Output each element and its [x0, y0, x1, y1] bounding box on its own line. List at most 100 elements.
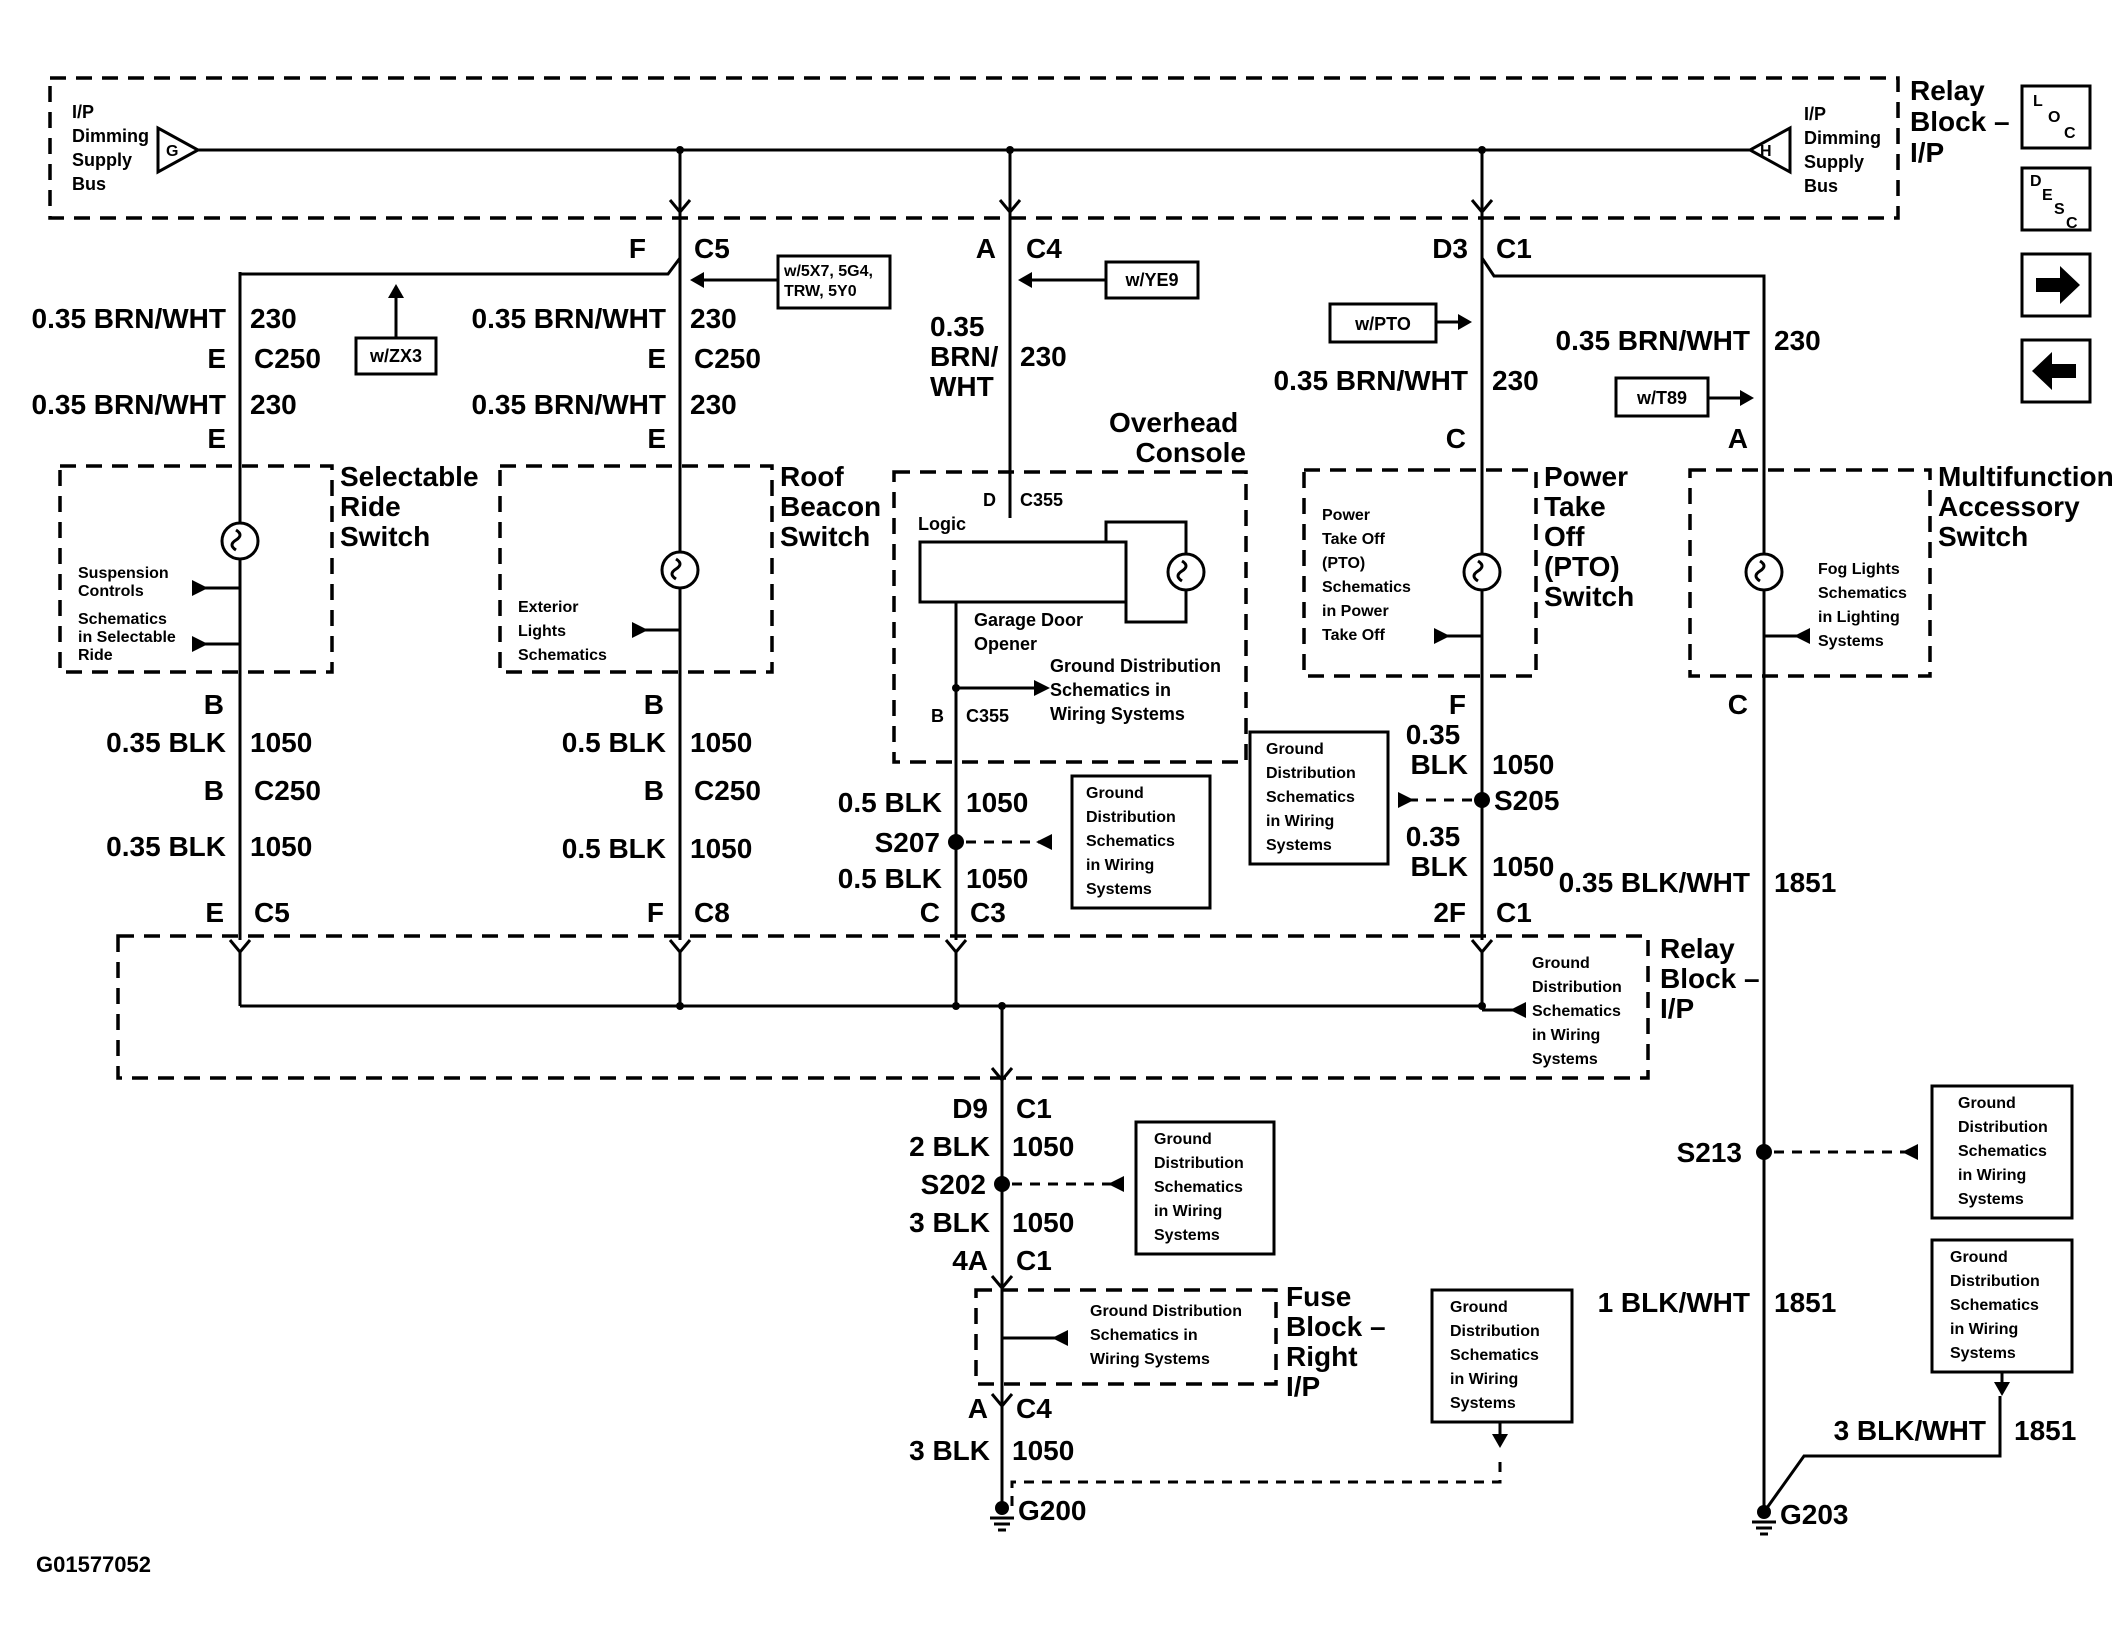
switch-coil-icon [1744, 552, 1784, 592]
col3-conn-top: C4 [1026, 233, 1062, 264]
col3-ground-arrowhead [1034, 680, 1050, 696]
trunk-wire2: 3 BLK [909, 1207, 990, 1238]
loc-button[interactable]: L O C [2020, 84, 2092, 150]
col2-wire1: 0.35 BRN/WHT [472, 303, 666, 334]
col4-splice: S205 [1494, 785, 1559, 816]
col1-note1: Suspension Controls [78, 565, 173, 600]
col3-splice: S207 [875, 827, 940, 858]
switch-coil-symbol-icon [1754, 559, 1766, 583]
col1-circ2: 230 [250, 389, 297, 420]
col4-note-arrowhead [1434, 628, 1450, 644]
relay-coil-symbol-icon [1176, 559, 1188, 583]
col1-pin-sw: E [207, 423, 226, 454]
splice-s207 [948, 834, 964, 850]
col2-note-arrowhead [632, 622, 648, 638]
bot-arrow-c8 [668, 939, 692, 955]
col1-pin-b: B [204, 689, 224, 720]
top-relay-block-name: Relay Block – I/P [1910, 75, 2017, 168]
col3-logic-label: Logic [918, 514, 966, 534]
multifunction-switch-name: Multifunction Accessory Switch [1938, 461, 2122, 552]
trunk-arrow-4a [990, 1275, 1014, 1291]
col5-splice-arrowhead [1902, 1144, 1918, 1160]
col3-option-arrowhead [1018, 272, 1032, 288]
trunk-ground-dash [1010, 1454, 1502, 1506]
col2-option-box: w/5X7, 5G4, TRW, 5Y0 [690, 254, 892, 310]
fuse-block-outline [974, 1288, 1278, 1386]
col3-pin-bot: C [920, 897, 940, 928]
left-dimming-bus-label: I/P Dimming Supply Bus [72, 102, 154, 194]
bottom-relay-block-name: Relay Block – I/P [1660, 933, 1767, 1024]
col4-option-arrowhead [1458, 314, 1472, 330]
col5-option-frame [1614, 376, 1710, 418]
nav-buttons: L O C D E S C [2020, 84, 2092, 404]
col2-pin-b: B [644, 689, 664, 720]
col2-pin-sw: E [647, 423, 666, 454]
col4-wire3: 0.35 BLK [1406, 821, 1468, 882]
col4-pin-top: D3 [1432, 233, 1468, 264]
trunk-conn1: C1 [1016, 1093, 1052, 1124]
col5-circ2: 1851 [1774, 867, 1836, 898]
figure-id: G01577052 [36, 1552, 151, 1577]
col4-splice-arrowhead [1398, 792, 1414, 808]
col1-option-label: w/ZX3 [369, 346, 422, 366]
col3-conn-b: C355 [966, 706, 1009, 726]
trunk-arrow-a [990, 1393, 1014, 1409]
col2-conn-b2: C250 [694, 775, 761, 806]
col5-option-label: w/T89 [1636, 388, 1687, 408]
col4-circ3: 1050 [1492, 851, 1554, 882]
col3-option-box: w/YE9 [1018, 260, 1200, 300]
desc-button-label-c: C [2066, 215, 2078, 232]
loc-button-frame[interactable] [2020, 84, 2092, 150]
col1-conn-mid: C250 [254, 343, 321, 374]
col3-ground-box: Ground Distribution Schematics in Wiring… [1070, 774, 1212, 910]
ground-g200-icon [990, 1501, 1014, 1532]
col4-pin-bot: 2F [1433, 897, 1466, 928]
col4-option-box: w/PTO [1328, 302, 1472, 344]
col2-option-arrowhead [690, 272, 704, 288]
col3-circ2: 1050 [966, 787, 1028, 818]
top-relay-block-outline [48, 76, 1900, 220]
col4-wire1: 0.35 BRN/WHT [1274, 365, 1468, 396]
trunk-ground-box-frame [1134, 1120, 1276, 1256]
col2-circ2: 230 [690, 389, 737, 420]
col4-option-label: w/PTO [1354, 314, 1411, 334]
col1-note2: Schematics in Selectable Ride [78, 611, 180, 664]
col5-ground-branch [1762, 1396, 2002, 1513]
loc-button-label-o: O [2048, 109, 2060, 126]
col4-ground-box: Ground Distribution Schematics in Wiring… [1248, 730, 1390, 866]
col4-circ1: 230 [1492, 365, 1539, 396]
col5-ground-box-2-frame [1930, 1238, 2074, 1374]
ground-bus-junction-c3 [952, 1002, 960, 1010]
col1-conn-b2: C250 [254, 775, 321, 806]
next-button[interactable] [2020, 252, 2092, 318]
column-overhead-console: A C4 w/YE9 0.35 BRN/ WHT 230 Overhead Co… [838, 212, 1248, 940]
col3-conn-d: C355 [1020, 490, 1063, 510]
col1-wire1: 0.35 BRN/WHT [32, 303, 226, 334]
col3-pin-b: B [931, 706, 944, 726]
left-bus-letter: G [166, 143, 178, 160]
col2-wire3: 0.5 BLK [562, 727, 666, 758]
col1-pin-top: F [629, 233, 646, 264]
col1-wire4: 0.35 BLK [106, 831, 226, 862]
col4-pin-sw: C [1446, 423, 1466, 454]
col3-wire3: 0.5 BLK [838, 863, 942, 894]
col5-pin-sw: A [1728, 423, 1748, 454]
col2-pin-bot: F [647, 897, 664, 928]
prev-button[interactable] [2020, 338, 2092, 404]
bot-arrow-c5 [228, 939, 252, 955]
col1-conn-bot: C5 [254, 897, 290, 928]
ground-trunk: D9 C1 2 BLK 1050 S202 3 BLK 1050 4A C1 G… [909, 1006, 1574, 1532]
trunk-pin1: D9 [952, 1093, 988, 1124]
col2-conn-mid: C250 [694, 343, 761, 374]
col3-ground-box-text: Ground Distribution Schematics in Wiring… [1086, 785, 1180, 898]
col1-pin-bot: E [205, 897, 224, 928]
col5-ground-box-1-text: Ground Distribution Schematics in Wiring… [1958, 1095, 2052, 1208]
overhead-console-name: Overhead Console [1109, 407, 1246, 468]
trunk-conn3: C4 [1016, 1393, 1052, 1424]
selectable-ride-switch-name: Selectable Ride Switch [340, 461, 486, 552]
trunk-circ2: 1050 [1012, 1207, 1074, 1238]
desc-button-frame[interactable] [2020, 166, 2092, 232]
col1-feed-wire [240, 212, 682, 276]
desc-button[interactable]: D E S C [2020, 166, 2092, 232]
